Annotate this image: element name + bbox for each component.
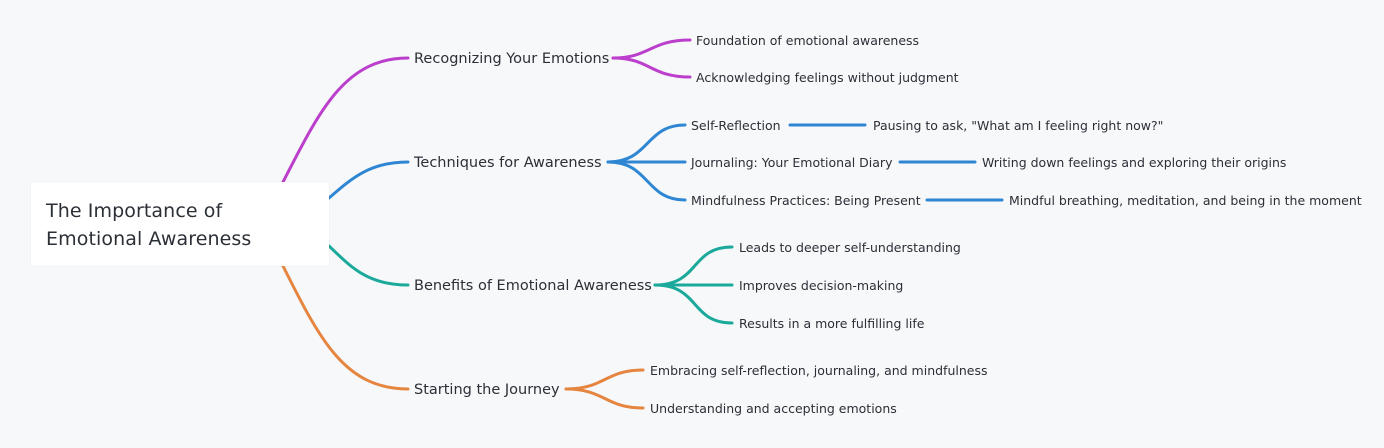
branch-techniques[interactable]: Techniques for Awareness	[414, 154, 602, 171]
connector-journey-2	[564, 387, 645, 410]
leaf-techniques-mindfulness[interactable]: Mindfulness Practices: Being Present	[691, 192, 921, 208]
leaf-benefits-2[interactable]: Improves decision-making	[739, 277, 904, 293]
leaf-techniques-self-reflection-detail[interactable]: Pausing to ask, "What am I feeling right…	[873, 117, 1164, 133]
leaf-techniques-journaling[interactable]: Journaling: Your Emotional Diary	[691, 154, 893, 170]
root-node[interactable]: The Importance of Emotional Awareness	[31, 182, 329, 266]
connector-root-recognizing	[281, 56, 410, 184]
connector-recognizing-1	[611, 38, 692, 60]
leaf-recognizing-1[interactable]: Foundation of emotional awareness	[696, 32, 920, 48]
connector-journey-1	[564, 368, 645, 391]
connector-techniques-3	[606, 160, 687, 202]
leaf-journey-2[interactable]: Understanding and accepting emotions	[650, 400, 897, 416]
leaf-techniques-mindfulness-detail[interactable]: Mindful breathing, meditation, and being…	[1009, 192, 1362, 208]
connector-recognizing-2	[611, 56, 692, 79]
leaf-techniques-self-reflection[interactable]: Self-Reflection	[691, 117, 781, 133]
leaf-techniques-journaling-detail[interactable]: Writing down feelings and exploring thei…	[982, 154, 1287, 170]
connector-techniques-1	[606, 123, 687, 164]
leaf-benefits-3[interactable]: Results in a more fulfilling life	[739, 315, 925, 331]
connector-benefits-3	[653, 283, 734, 325]
connector-root-techniques	[327, 160, 410, 200]
connector-benefits-1	[653, 245, 734, 287]
leaf-benefits-1[interactable]: Leads to deeper self-understanding	[739, 239, 961, 255]
root-title: The Importance of Emotional Awareness	[46, 200, 252, 250]
leaf-recognizing-2[interactable]: Acknowledging feelings without judgment	[696, 69, 959, 85]
branch-recognizing[interactable]: Recognizing Your Emotions	[414, 50, 610, 67]
leaf-journey-1[interactable]: Embracing self-reflection, journaling, a…	[650, 362, 988, 378]
connector-root-journey	[281, 264, 410, 391]
branch-benefits[interactable]: Benefits of Emotional Awareness	[414, 277, 652, 294]
branch-journey[interactable]: Starting the Journey	[414, 381, 560, 398]
connector-root-benefits	[327, 244, 410, 287]
